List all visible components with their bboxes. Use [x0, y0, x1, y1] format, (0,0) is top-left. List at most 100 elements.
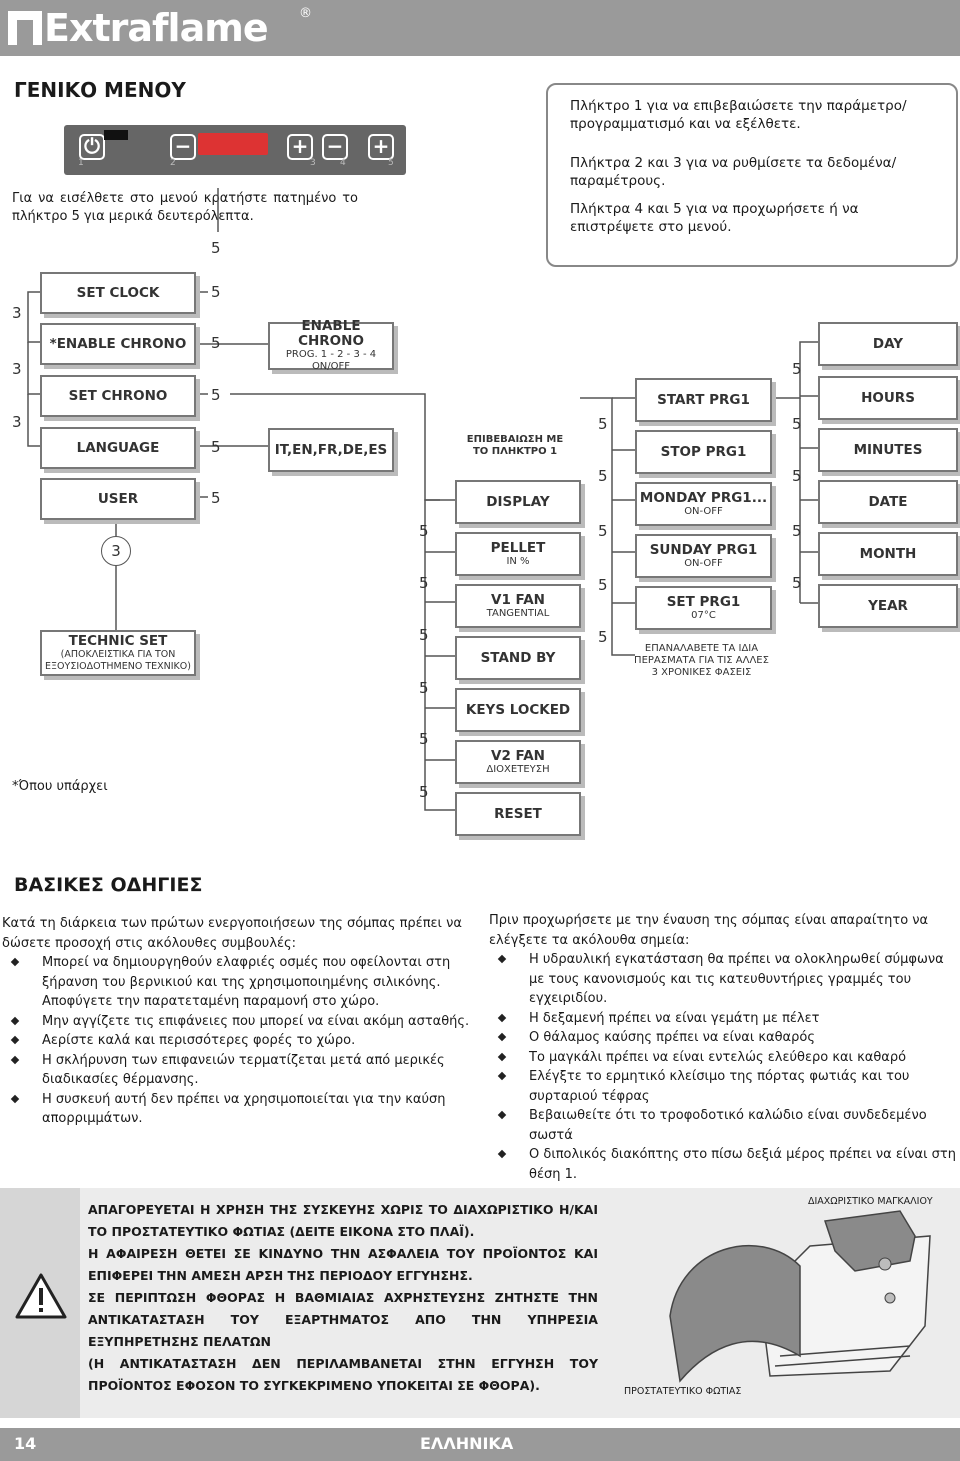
menu-reset[interactable]: RESET [455, 792, 581, 836]
label-brazier-divider: ΔΙΑΧΩΡΙΣΤΙΚΟ ΜΑΓΚΑΛΙΟΥ [808, 1196, 933, 1207]
key-5-label: 5 [792, 522, 802, 540]
menu-v2-fan[interactable]: V2 FAN ΔΙΟΧΕΤΕΥΣΗ [455, 740, 581, 784]
instructions-right-column: Πριν προχωρήσετε με την έναυση της σόμπα… [489, 911, 959, 1184]
menu-minutes[interactable]: MINUTES [818, 428, 958, 472]
menu-start-prg1[interactable]: START PRG1 [635, 378, 772, 422]
setprg-sub: 07°C [691, 609, 716, 621]
panel-slot [104, 130, 128, 140]
panel-number-3: 3 [310, 158, 316, 168]
panel-number-2: 2 [170, 158, 176, 168]
right-bullet: Ο θάλαμος καύσης πρέπει να είναι καθαρός [489, 1028, 959, 1048]
key-5-label: 5 [211, 283, 221, 301]
menu-v1-fan[interactable]: V1 FAN TANGENTIAL [455, 584, 581, 628]
menu-stop-prg1[interactable]: STOP PRG1 [635, 430, 772, 474]
key-5-label: 5 [419, 730, 429, 748]
left-bullet: Η συσκευή αυτή δεν πρέπει να χρησιμοποιε… [2, 1090, 472, 1129]
key-5-label: 5 [419, 522, 429, 540]
menu-pellet[interactable]: PELLET IN % [455, 532, 581, 576]
minus-button-left[interactable]: − [170, 134, 196, 160]
page-footer [0, 1428, 960, 1461]
key-3-label: 3 [12, 304, 22, 322]
sunday-sub: ON-OFF [684, 557, 723, 569]
key-5-label: 5 [211, 334, 221, 352]
menu-keys-locked[interactable]: KEYS LOCKED [455, 688, 581, 732]
menu-display[interactable]: DISPLAY [455, 480, 581, 524]
v2fan-sub: ΔΙΟΧΕΤΕΥΣΗ [486, 763, 550, 775]
keys-info-box: Πλήκτρο 1 για να επιβεβαιώσετε την παράμ… [546, 83, 958, 267]
minus-button-right[interactable]: − [322, 134, 348, 160]
power-button[interactable]: ⏻ [79, 134, 105, 160]
instructions-left-column: Κατά τη διάρκεια των πρώτων ενεργοποιήσε… [2, 914, 472, 1129]
key-5-label: 5 [598, 576, 608, 594]
page-number: 14 [14, 1434, 37, 1453]
menu-enable-chrono[interactable]: *ENABLE CHRONO [40, 323, 196, 365]
panel-number-1: 1 [78, 158, 84, 168]
setprg-title: SET PRG1 [666, 593, 741, 610]
menu-stand-by[interactable]: STAND BY [455, 636, 581, 680]
key-5-label: 5 [419, 626, 429, 644]
v1fan-sub: TANGENTIAL [486, 607, 550, 619]
key-5-label: 5 [792, 415, 802, 433]
left-bullet: Αερίστε καλά και περισσότερες φορές το χ… [2, 1031, 472, 1051]
left-bullet: Μην αγγίζετε τις επιφάνειες που μπορεί ν… [2, 1012, 472, 1032]
section-title-basic-instructions: ΒΑΣΙΚΕΣ ΟΔΗΓΙΕΣ [14, 874, 203, 896]
key-5-label: 5 [598, 415, 608, 433]
registered-mark: ® [299, 6, 312, 21]
key-5-label: 5 [419, 574, 429, 592]
pellet-title: PELLET [490, 539, 546, 556]
menu-hours[interactable]: HOURS [818, 376, 958, 420]
v2fan-title: V2 FAN [491, 747, 545, 764]
menu-set-chrono[interactable]: SET CHRONO [40, 375, 196, 417]
key-5-label: 5 [598, 628, 608, 646]
menu-languages-list[interactable]: IT,EN,FR,DE,ES [268, 428, 394, 472]
key-5-label: 5 [211, 239, 221, 257]
monday-sub: ON-OFF [684, 505, 723, 517]
key-5-label: 5 [419, 783, 429, 801]
plus-button-right[interactable]: + [368, 134, 394, 160]
confirm-with-key1-note: ΕΠΙΒΕΒΑΙΩΣΗ ΜΕ ΤΟ ΠΛΗΚΤΡΟ 1 [466, 434, 564, 457]
menu-language[interactable]: LANGUAGE [40, 427, 196, 469]
menu-user[interactable]: USER [40, 478, 196, 520]
right-bullet: Ο διπολικός διακόπτης στο πίσω δεξιά μέρ… [489, 1145, 959, 1184]
right-bullet: Η δεξαμενή πρέπει να είναι γεμάτη με πέλ… [489, 1009, 959, 1029]
menu-monday-prg1[interactable]: MONDAY PRG1... ON-OFF [635, 482, 772, 526]
left-intro: Κατά τη διάρκεια των πρώτων ενεργοποιήσε… [2, 916, 462, 951]
warning-p1: ΑΠΑΓΟΡΕΥΕΤΑΙ Η ΧΡΗΣΗ ΤΗΣ ΣΥΣΚΕΥΗΣ ΧΩΡΙΣ … [88, 1202, 598, 1239]
menu-date[interactable]: DATE [818, 480, 958, 524]
menu-year[interactable]: YEAR [818, 584, 958, 628]
menu-sunday-prg1[interactable]: SUNDAY PRG1 ON-OFF [635, 534, 772, 578]
enable-chrono-title: ENABLE CHRONO [298, 318, 364, 349]
enable-chrono-onoff: ON/OFF [311, 361, 351, 372]
menu-day[interactable]: DAY [818, 322, 958, 366]
menu-enable-chrono-detail[interactable]: ENABLE CHRONO PROG. 1 - 2 - 3 - 4 ON/OFF [268, 318, 394, 372]
warning-p3: ΣΕ ΠΕΡΙΠΤΩΣΗ ΦΘΟΡΑΣ Η ΒΑΘΜΙΑΙΑΣ ΑΧΡΗΣΤΕΥ… [88, 1290, 598, 1349]
menu-set-prg1[interactable]: SET PRG1 07°C [635, 586, 772, 630]
plus-button-left[interactable]: + [287, 134, 313, 160]
menu-technic-set[interactable]: TECHNIC SET (ΑΠΟΚΛΕΙΣΤΙΚΑ ΓΙΑ ΤΟΝ ΕΞΟΥΣΙ… [40, 630, 196, 676]
key-3-circle: 3 [101, 536, 131, 566]
right-bullet: Βεβαιωθείτε ότι το τροφοδοτικό καλώδιο ε… [489, 1106, 959, 1145]
brand-name: Extraflame [44, 6, 269, 50]
key-5-label: 5 [211, 489, 221, 507]
section-title-general-menu: ΓΕΝΙΚΟ ΜΕΝΟΥ [14, 78, 186, 102]
right-bullet: Η υδραυλική εγκατάσταση θα πρέπει να ολο… [489, 950, 959, 1009]
warning-text: ΑΠΑΓΟΡΕΥΕΤΑΙ Η ΧΡΗΣΗ ΤΗΣ ΣΥΣΚΕΥΗΣ ΧΩΡΙΣ … [88, 1199, 598, 1397]
right-intro: Πριν προχωρήσετε με την έναυση της σόμπα… [489, 913, 929, 948]
repeat-steps-note: ΕΠΑΝΑΛΑΒΕΤΕ ΤΑ ΙΔΙΑ ΠΕΡΑΣΜΑΤΑ ΓΙΑ ΤΙΣ ΑΛ… [634, 643, 769, 678]
key-5-label: 5 [598, 522, 608, 540]
key-3-label: 3 [12, 360, 22, 378]
pellet-sub: IN % [506, 555, 530, 567]
right-bullet: Ελέγξτε το ερμητικό κλείσιμο της πόρτας … [489, 1067, 959, 1106]
info-key2-3: Πλήκτρα 2 και 3 για να ρυθμίσετε τα δεδο… [570, 155, 897, 189]
key-3-label: 3 [12, 413, 22, 431]
key-5-label: 5 [792, 360, 802, 378]
key-5-label: 5 [419, 679, 429, 697]
menu-set-clock[interactable]: SET CLOCK [40, 272, 196, 314]
logo-mark-icon [8, 11, 42, 45]
enter-menu-instruction: Για να εισέλθετε στο μενού κρατήστε πατη… [12, 191, 358, 224]
key-5-label: 5 [792, 467, 802, 485]
menu-month[interactable]: MONTH [818, 532, 958, 576]
technic-title: TECHNIC SET [68, 632, 168, 649]
panel-number-4: 4 [340, 158, 346, 168]
sunday-title: SUNDAY PRG1 [649, 541, 758, 558]
